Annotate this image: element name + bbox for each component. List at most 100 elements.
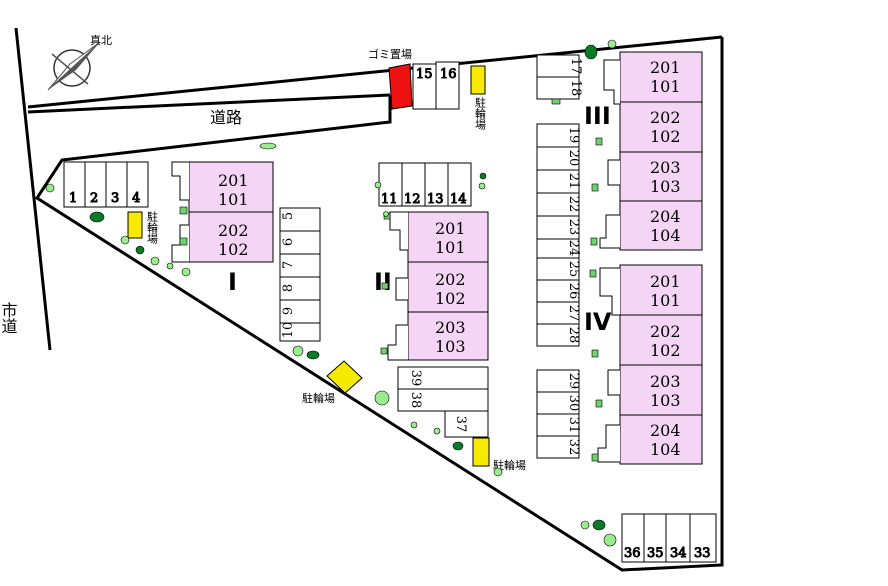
site-outline xyxy=(14,27,724,572)
svg-text:101: 101 xyxy=(435,238,466,257)
parking-29-32-labels: 29 30 31 32 xyxy=(566,373,581,456)
svg-text:201: 201 xyxy=(218,171,249,190)
svg-text:32: 32 xyxy=(566,439,581,456)
svg-text:204: 204 xyxy=(650,421,681,440)
svg-text:17: 17 xyxy=(568,58,583,75)
svg-text:33: 33 xyxy=(694,546,711,561)
svg-text:104: 104 xyxy=(650,226,681,245)
svg-text:102: 102 xyxy=(218,240,249,259)
svg-text:202: 202 xyxy=(435,270,466,289)
svg-text:16: 16 xyxy=(440,67,457,82)
building-2: 201 101 202 102 203 103 II xyxy=(374,211,489,361)
compass-label: 真北 xyxy=(90,33,112,47)
svg-text:35: 35 xyxy=(647,546,664,561)
parking-33-36: 36 35 34 33 xyxy=(621,513,717,563)
svg-text:203: 203 xyxy=(650,372,681,391)
parking-29-32 xyxy=(536,369,580,459)
svg-text:39: 39 xyxy=(408,370,423,387)
bike-label-2: 駐輪場 xyxy=(302,391,335,405)
svg-text:203: 203 xyxy=(650,158,681,177)
svg-text:29: 29 xyxy=(566,373,581,390)
bike-parking-1 xyxy=(127,211,143,239)
svg-text:38: 38 xyxy=(408,392,423,409)
svg-text:10: 10 xyxy=(281,322,296,339)
svg-text:28: 28 xyxy=(566,327,581,344)
svg-text:36: 36 xyxy=(624,546,641,561)
parking-1-4: 1 2 3 4 xyxy=(63,161,149,208)
bike-label-1: 駐輪場 xyxy=(146,210,159,245)
svg-text:202: 202 xyxy=(650,108,681,127)
svg-text:21: 21 xyxy=(566,173,581,190)
svg-text:11: 11 xyxy=(381,192,398,207)
svg-text:15: 15 xyxy=(416,67,433,82)
svg-text:3: 3 xyxy=(111,191,119,206)
svg-text:7: 7 xyxy=(281,261,296,269)
parking-19-28-labels: 19 20 21 22 23 24 25 26 27 28 xyxy=(566,127,581,344)
bike-parking-3 xyxy=(472,437,490,467)
building-2-label: II xyxy=(374,268,392,296)
parking-17-18-labels: 17 18 xyxy=(568,58,583,97)
svg-text:102: 102 xyxy=(650,341,681,360)
svg-text:37: 37 xyxy=(453,416,468,433)
svg-text:19: 19 xyxy=(566,127,581,144)
svg-text:6: 6 xyxy=(281,238,296,246)
svg-text:202: 202 xyxy=(650,322,681,341)
svg-text:4: 4 xyxy=(132,191,140,206)
north-arrow-icon xyxy=(47,41,101,91)
garbage-label: ゴミ置場 xyxy=(368,47,412,61)
svg-text:104: 104 xyxy=(650,440,681,459)
bike-label-3: 駐輪場 xyxy=(493,458,526,472)
svg-text:201: 201 xyxy=(650,58,681,77)
bike-parking-top xyxy=(470,65,486,95)
building-1-label: I xyxy=(228,268,237,296)
landscaping xyxy=(45,39,617,547)
svg-text:31: 31 xyxy=(566,417,581,434)
svg-text:102: 102 xyxy=(435,289,466,308)
svg-text:201: 201 xyxy=(650,272,681,291)
parking-15-16: 15 16 xyxy=(412,61,460,110)
garbage-area xyxy=(388,63,413,110)
svg-text:24: 24 xyxy=(566,240,581,257)
bike-label-top: 駐輪場 xyxy=(474,96,487,131)
svg-text:5: 5 xyxy=(281,212,296,220)
svg-text:26: 26 xyxy=(566,283,581,300)
bike-parking-2 xyxy=(326,360,363,394)
city-road-label: 市道 xyxy=(0,302,18,334)
svg-text:18: 18 xyxy=(568,80,583,97)
svg-text:23: 23 xyxy=(566,219,581,236)
svg-text:9: 9 xyxy=(281,307,296,315)
parking-5-10-labels: 5 6 7 8 9 10 xyxy=(281,212,296,338)
parking-19-28 xyxy=(536,123,580,347)
road-label: 道路 xyxy=(210,108,242,127)
svg-text:101: 101 xyxy=(218,190,249,209)
parking-11-14: 11 12 13 14 xyxy=(378,162,472,208)
svg-text:8: 8 xyxy=(281,284,296,292)
svg-text:103: 103 xyxy=(435,337,466,356)
svg-text:34: 34 xyxy=(670,546,687,561)
building-4: 201 101 202 102 203 103 204 104 IV xyxy=(584,264,703,465)
svg-text:20: 20 xyxy=(566,150,581,167)
svg-text:27: 27 xyxy=(566,305,581,322)
svg-text:102: 102 xyxy=(650,127,681,146)
svg-text:22: 22 xyxy=(566,196,581,213)
svg-text:201: 201 xyxy=(435,219,466,238)
parking-37-39-labels: 39 38 37 xyxy=(408,370,468,433)
building-1: 201 101 202 102 I xyxy=(171,161,274,296)
parking-37-39 xyxy=(397,366,489,438)
svg-text:1: 1 xyxy=(69,191,77,206)
building-3: 201 101 202 102 203 103 204 104 III xyxy=(584,51,703,251)
svg-text:203: 203 xyxy=(435,318,466,337)
building-4-label: IV xyxy=(584,308,612,336)
parking-5-10 xyxy=(279,207,321,342)
svg-text:103: 103 xyxy=(650,177,681,196)
svg-text:204: 204 xyxy=(650,207,681,226)
svg-text:101: 101 xyxy=(650,291,681,310)
svg-text:103: 103 xyxy=(650,391,681,410)
svg-text:30: 30 xyxy=(566,395,581,412)
svg-text:14: 14 xyxy=(450,192,467,207)
svg-text:202: 202 xyxy=(218,221,249,240)
svg-text:2: 2 xyxy=(90,191,98,206)
building-3-label: III xyxy=(584,102,611,130)
svg-text:101: 101 xyxy=(650,77,681,96)
